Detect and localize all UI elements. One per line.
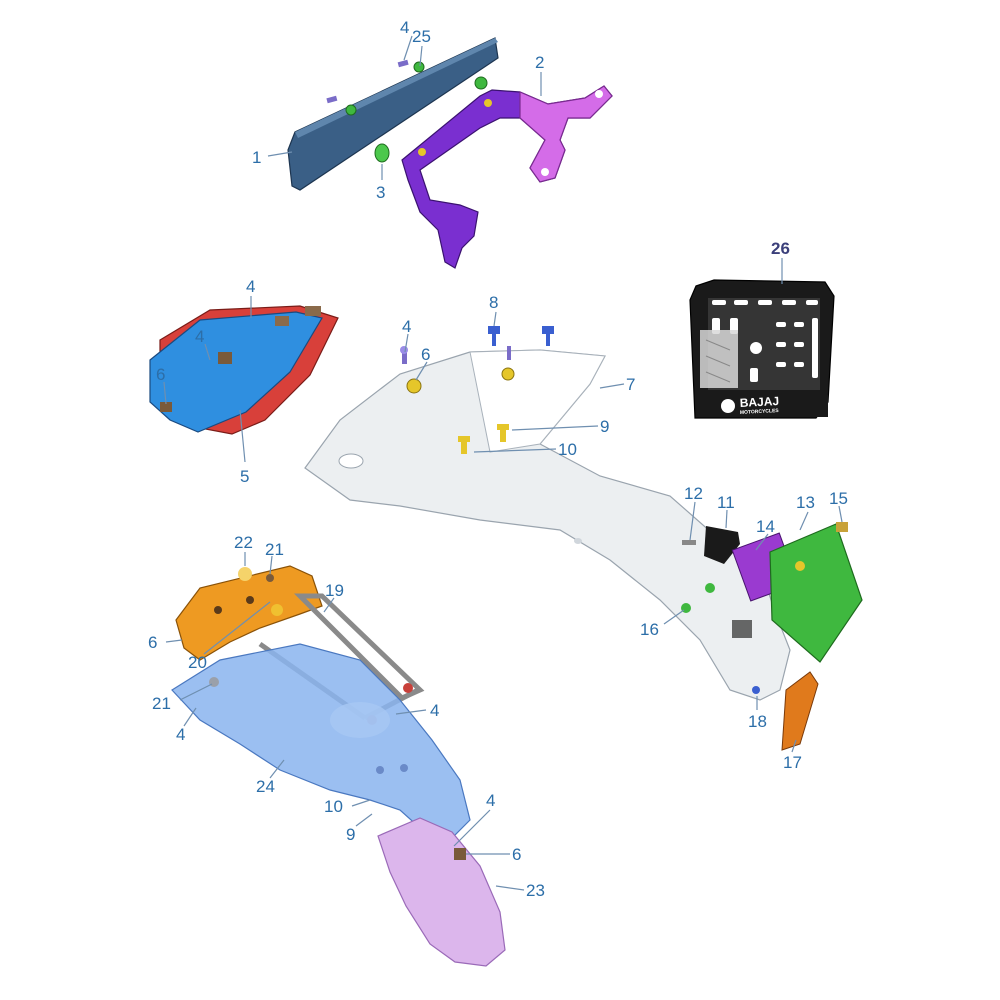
callout-18: 18 xyxy=(748,712,767,731)
callout-10: 10 xyxy=(558,440,577,459)
callout-19: 19 xyxy=(325,581,344,600)
reflector-assembly xyxy=(681,522,863,751)
callout-25: 25 xyxy=(412,27,431,46)
callout-22: 22 xyxy=(234,533,253,552)
callout-5: 5 xyxy=(240,467,249,486)
callout-8: 8 xyxy=(489,293,498,312)
callout-14: 14 xyxy=(756,517,775,536)
bajaj-logo: BAJAJ MOTORCYCLES xyxy=(721,394,780,416)
callout-9: 9 xyxy=(346,825,355,844)
mounting-bracket xyxy=(175,565,323,661)
callout-12: 12 xyxy=(684,484,703,503)
callout-23: 23 xyxy=(526,881,545,900)
callout-6: 6 xyxy=(156,365,165,384)
callout-4: 4 xyxy=(400,18,409,37)
mudguard xyxy=(377,817,506,967)
callout-17: 17 xyxy=(783,753,802,772)
callout-4: 4 xyxy=(246,277,255,296)
callout-4: 4 xyxy=(430,701,439,720)
callout-6: 6 xyxy=(512,845,521,864)
callout-7: 7 xyxy=(626,375,635,394)
callout-9: 9 xyxy=(600,417,609,436)
tail-lamp xyxy=(149,305,339,435)
callout-4: 4 xyxy=(176,725,185,744)
callout-26: 26 xyxy=(771,239,790,258)
plate-bracket xyxy=(401,85,613,269)
callout-21: 21 xyxy=(265,540,284,559)
brand-sub: MOTORCYCLES xyxy=(740,408,780,416)
leader-lines xyxy=(163,35,843,891)
plate-grommets xyxy=(326,59,488,163)
callout-20: 20 xyxy=(188,653,207,672)
callout-13: 13 xyxy=(796,493,815,512)
callout-1: 1 xyxy=(252,148,261,167)
callout-21: 21 xyxy=(152,694,171,713)
callout-4: 4 xyxy=(402,317,411,336)
number-plate xyxy=(287,37,499,191)
callout-15: 15 xyxy=(829,489,848,508)
callout-11: 11 xyxy=(717,493,735,512)
license-plate-frame: BAJAJ MOTORCYCLES xyxy=(689,279,835,419)
callout-labels: 1 2 3 4 25 4 4 6 5 4 6 8 7 9 10 26 12 11… xyxy=(148,18,848,900)
callout-10: 10 xyxy=(324,797,343,816)
callout-6: 6 xyxy=(421,345,430,364)
callout-6: 6 xyxy=(148,633,157,652)
callout-16: 16 xyxy=(640,620,659,639)
callout-24: 24 xyxy=(256,777,275,796)
brand-name: BAJAJ xyxy=(739,394,779,410)
callout-4: 4 xyxy=(195,327,204,346)
callout-3: 3 xyxy=(376,183,385,202)
callout-4: 4 xyxy=(486,791,495,810)
callout-2: 2 xyxy=(535,53,544,72)
rear-hugger xyxy=(171,643,471,841)
